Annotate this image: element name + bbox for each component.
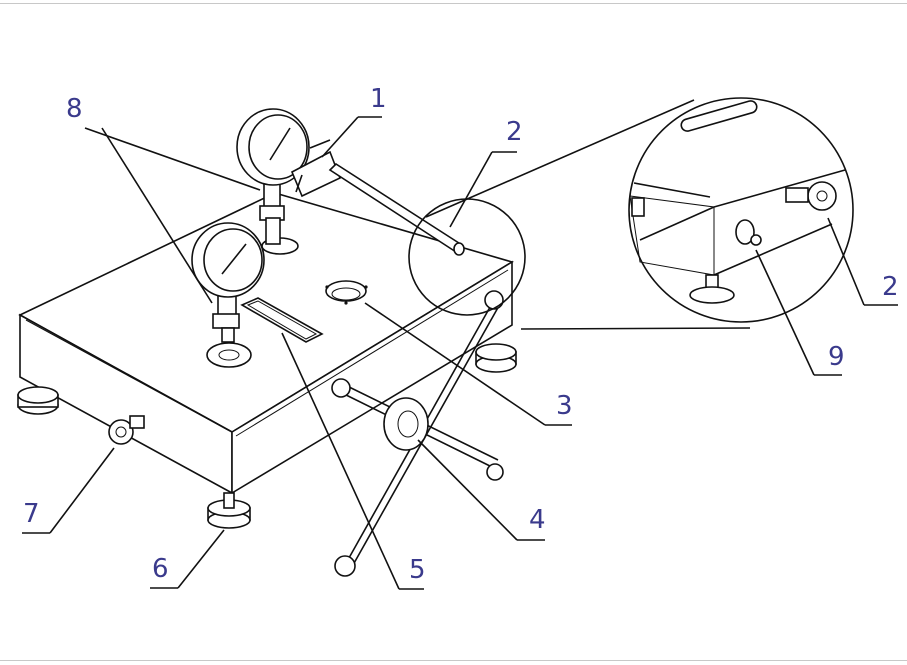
leader-lines <box>22 116 898 590</box>
detail-magnifier <box>408 97 854 330</box>
bottom-border <box>0 660 907 661</box>
slot <box>240 297 324 343</box>
callout-2-detail: 2 <box>882 272 899 302</box>
foot-front <box>207 492 251 529</box>
callout-6: 6 <box>152 554 169 584</box>
callout-5: 5 <box>409 555 426 585</box>
callout-2-rod: 2 <box>506 117 523 147</box>
callout-4: 4 <box>529 505 546 535</box>
callout-labels: 1 2 2 3 4 5 6 7 8 9 <box>23 84 899 585</box>
pump-rod <box>328 162 465 256</box>
pressure-gauge-rear <box>236 108 310 255</box>
callout-7: 7 <box>23 499 40 529</box>
pressure-gauge-front <box>191 222 265 368</box>
side-valve-knob <box>108 415 145 445</box>
callout-1: 1 <box>370 84 387 114</box>
callout-8: 8 <box>66 94 83 124</box>
callout-9: 9 <box>828 342 845 372</box>
port-opening <box>325 280 368 305</box>
foot-right <box>475 343 517 373</box>
handle-lever <box>331 290 504 577</box>
foot-left <box>17 386 59 415</box>
top-border <box>0 3 907 4</box>
callout-3: 3 <box>556 391 573 421</box>
valve-body <box>290 139 342 198</box>
